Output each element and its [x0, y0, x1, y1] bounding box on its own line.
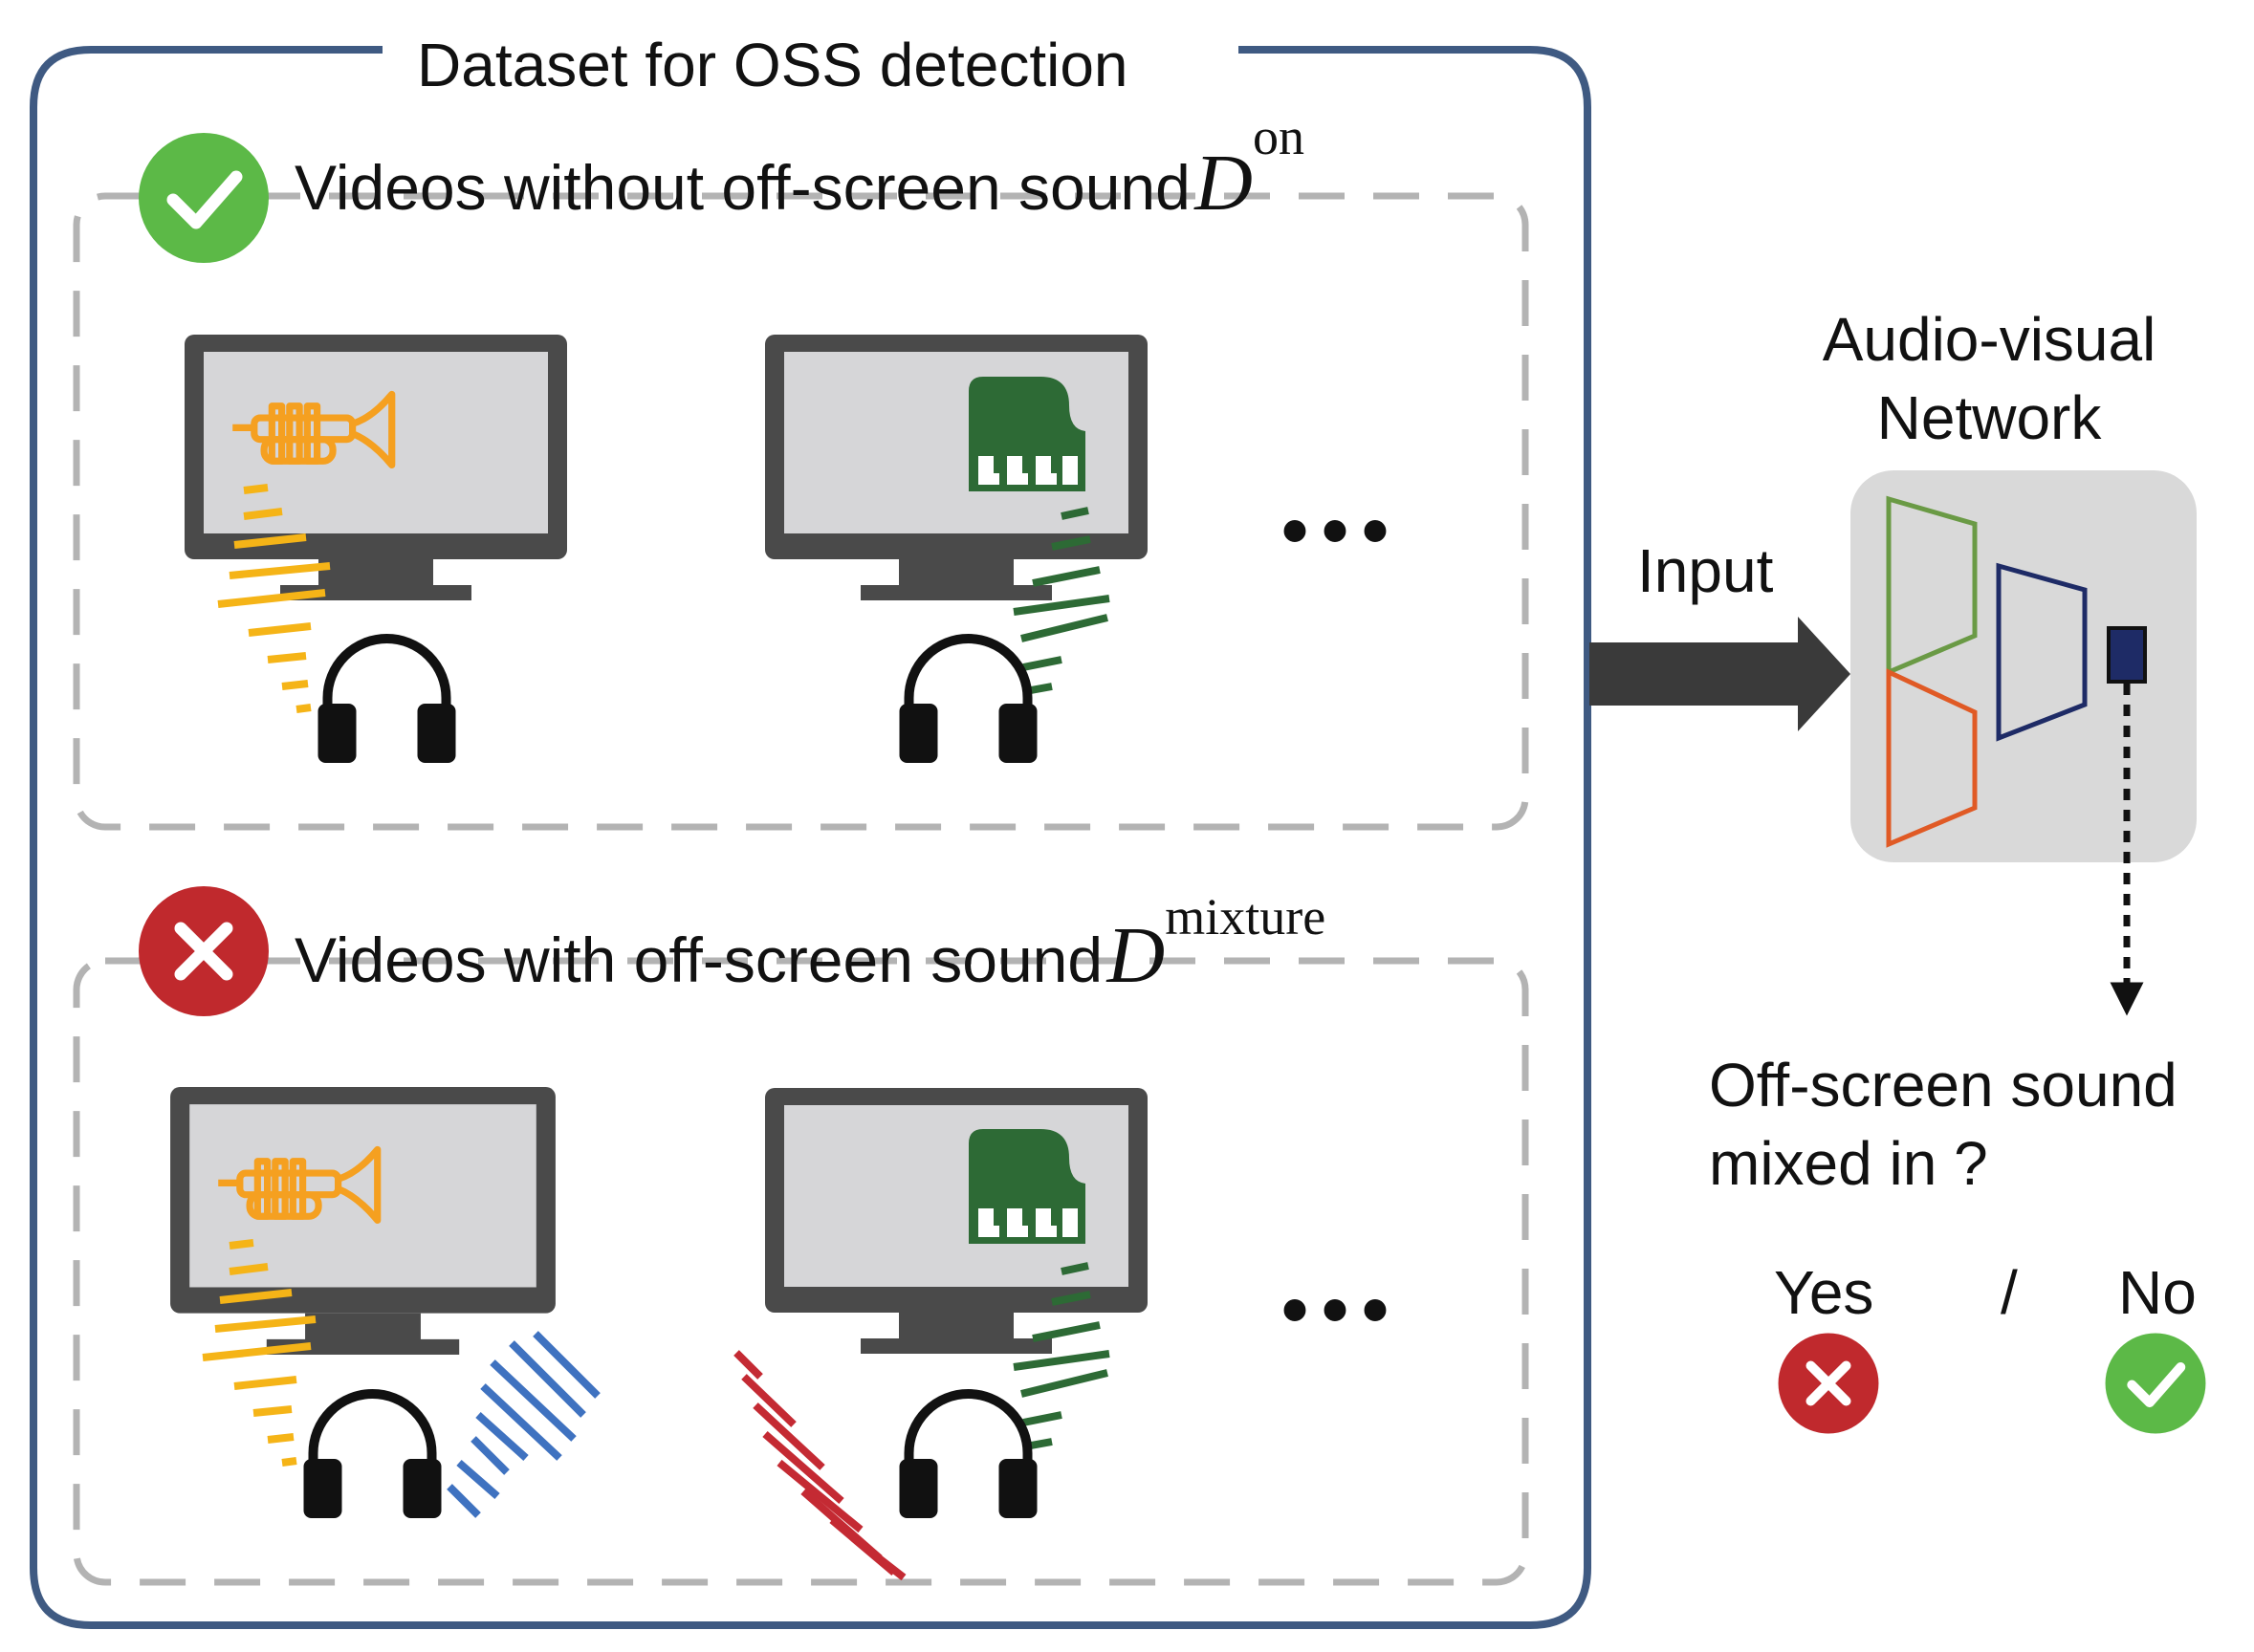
- no-check-icon: [2106, 1334, 2206, 1434]
- network-box: [1850, 470, 2197, 862]
- on-section-superscript: on: [1252, 108, 1304, 165]
- question-text: Off-screen sound mixed in ?: [1709, 1047, 2177, 1204]
- mixture-section-superscript: mixture: [1165, 888, 1326, 946]
- sound-wave-green: [1013, 507, 1110, 694]
- video-piano-mixture: [733, 1088, 1148, 1581]
- network-title-line1: Audio-visual: [1822, 305, 2156, 374]
- answer-yes: Yes: [1774, 1258, 1874, 1327]
- ellipsis-mixture: •••: [1281, 1267, 1403, 1352]
- encoder-orange: [1886, 668, 1978, 848]
- video-trumpet-on: [185, 335, 567, 763]
- mixture-section-box: [73, 957, 1529, 1586]
- headphones-icon: [900, 639, 1038, 763]
- on-section-symbol: D: [1194, 139, 1253, 228]
- headphones-icon: [900, 1394, 1038, 1518]
- mixture-section-label: Videos with off-screen sound: [295, 924, 1104, 995]
- cross-icon: [139, 886, 269, 1016]
- mixture-section-heading: Videos with off-screen sound Dmixture: [295, 891, 1325, 996]
- on-section-box: [73, 192, 1529, 831]
- sound-wave-orange: [217, 484, 331, 713]
- network-title: Audio-visual Network: [1788, 301, 2190, 458]
- question-line1: Off-screen sound: [1709, 1051, 2177, 1119]
- answer-no: No: [2118, 1258, 2197, 1327]
- mixture-section-symbol: D: [1106, 911, 1166, 1000]
- on-section-label: Videos without off-screen sound: [295, 152, 1191, 223]
- video-trumpet-mixture: [170, 1087, 601, 1518]
- headphones-icon: [304, 1394, 442, 1518]
- encoder-navy: [1996, 562, 2088, 742]
- question-line2: mixed in ?: [1709, 1128, 1988, 1198]
- sound-wave-green: [1013, 1262, 1110, 1449]
- sound-wave-red: [733, 1350, 907, 1581]
- monitor-icon: [765, 1088, 1148, 1354]
- dataset-frame: [30, 46, 1591, 1629]
- monitor-icon: [185, 335, 567, 600]
- yes-cross-icon: [1779, 1334, 1879, 1434]
- headphones-icon: [318, 639, 456, 763]
- sound-wave-blue: [447, 1331, 601, 1518]
- on-section-heading: Videos without off-screen sound Don: [295, 111, 1304, 224]
- answer-separator: /: [2001, 1258, 2018, 1327]
- encoder-green: [1886, 495, 1978, 676]
- output-node: [2107, 626, 2147, 684]
- monitor-icon: [170, 1087, 556, 1355]
- video-piano-on: [765, 335, 1148, 763]
- input-label: Input: [1637, 536, 1774, 605]
- ellipsis-on: •••: [1281, 488, 1403, 573]
- network-title-line2: Network: [1876, 382, 2102, 452]
- check-icon: [139, 133, 269, 263]
- monitor-icon: [765, 335, 1148, 600]
- input-arrow: [1589, 617, 1850, 731]
- sound-wave-orange: [202, 1239, 317, 1467]
- dataset-title: Dataset for OSS detection: [402, 34, 1144, 96]
